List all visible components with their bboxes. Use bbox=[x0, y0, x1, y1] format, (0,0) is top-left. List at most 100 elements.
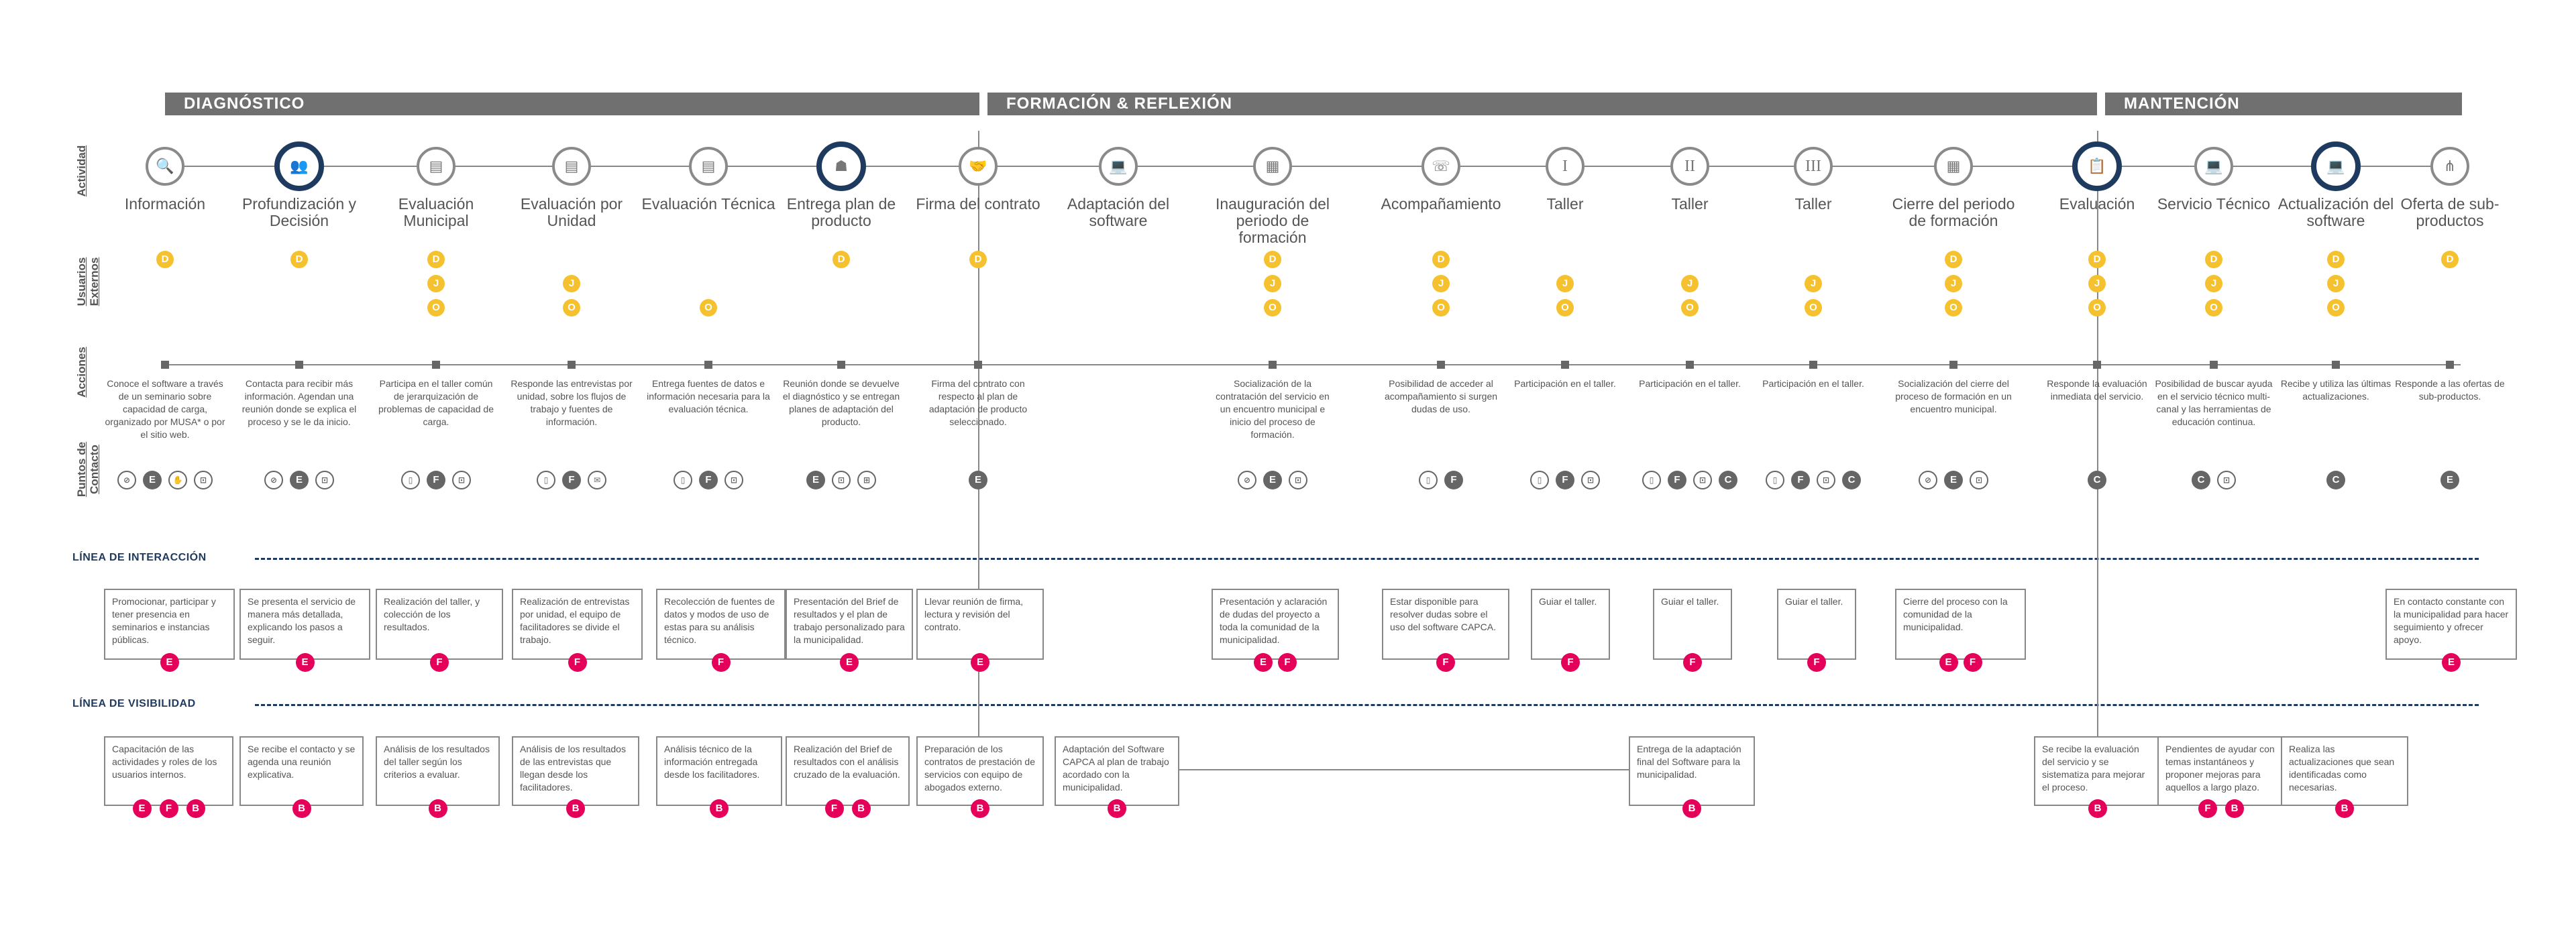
stage-title: Servicio Técnico bbox=[2157, 195, 2271, 213]
backstage-box: Capacitación de las actividades y roles … bbox=[104, 736, 233, 806]
touchpoint-E: E bbox=[1263, 471, 1282, 489]
action-text: Contacta para recibir más información. A… bbox=[241, 378, 357, 427]
user-badge: D bbox=[1432, 251, 1450, 268]
backstage-text: Capacitación de las actividades y roles … bbox=[112, 744, 217, 780]
touchpoint-F: F bbox=[1791, 471, 1810, 489]
backstage-box: Realización del Brief de resultados con … bbox=[786, 736, 910, 806]
tag-icon: ⊘ bbox=[117, 471, 136, 489]
touchpoint-F: F bbox=[427, 471, 445, 489]
role-badge-B: B bbox=[1682, 799, 1701, 818]
role-badge-F: F bbox=[430, 653, 449, 672]
user-badge: O bbox=[2327, 299, 2345, 316]
doc-icon: ▯ bbox=[537, 471, 555, 489]
stage-title: Entrega plan de producto bbox=[786, 195, 896, 229]
backstage-box: Realiza las actualizaciones que sean ide… bbox=[2281, 736, 2408, 806]
backstage-text: Se recibe la evaluación del servicio y s… bbox=[2042, 744, 2145, 793]
action-marker bbox=[1269, 361, 1277, 369]
doc-icon: ▯ bbox=[1766, 471, 1784, 489]
role-badge-B: B bbox=[566, 799, 585, 818]
phase-formacion: FORMACIÓN & REFLEXIÓN bbox=[987, 93, 2097, 115]
frontstage-text: En contacto constante con la municipalid… bbox=[2394, 596, 2509, 645]
row-label-puntos: Puntos de Contacto bbox=[75, 441, 101, 498]
user-badge: J bbox=[1264, 275, 1281, 292]
action-text: Participación en el taller. bbox=[1639, 378, 1741, 389]
action-text: Entrega fuentes de datos e información n… bbox=[647, 378, 770, 414]
stage-handshake-icon: 🤝 bbox=[959, 147, 998, 186]
touchpoint-E: E bbox=[2440, 471, 2459, 489]
car-icon: ⊡ bbox=[724, 471, 743, 489]
user-badge: O bbox=[1945, 299, 1962, 316]
frontstage-text: Llevar reunión de firma, lectura y revis… bbox=[924, 596, 1024, 632]
frontstage-box: Cierre del proceso con la comunidad de l… bbox=[1895, 589, 2026, 660]
user-badge: D bbox=[1945, 251, 1962, 268]
stage-title: Firma del contrato bbox=[916, 195, 1040, 213]
backstage-box: Análisis técnico de la información entre… bbox=[656, 736, 782, 806]
stage-support-icon: ☏ bbox=[1421, 147, 1460, 186]
role-badge-B: B bbox=[1108, 799, 1126, 818]
stage-share-icon: ⋔ bbox=[2430, 147, 2469, 186]
user-badge: J bbox=[1432, 275, 1450, 292]
presentation-icon: ☗ bbox=[835, 158, 848, 175]
stage-title: Evaluación bbox=[2059, 195, 2135, 213]
grid-icon: ⊞ bbox=[857, 471, 876, 489]
action-text: Recibe y utiliza las últimas actualizaci… bbox=[2280, 378, 2392, 402]
touchpoint-F: F bbox=[562, 471, 581, 489]
user-badge: O bbox=[427, 299, 445, 316]
action-text: Responde las entrevistas por unidad, sob… bbox=[511, 378, 633, 427]
doc-icon: ▯ bbox=[1530, 471, 1549, 489]
role-badge-E: E bbox=[295, 653, 315, 672]
stage-document-icon: ▤ bbox=[689, 147, 728, 186]
user-badge: D bbox=[1264, 251, 1281, 268]
row-label-usuarios: Usuarios Externos bbox=[75, 257, 101, 306]
doc-icon: ▯ bbox=[674, 471, 692, 489]
laptop-icon: 💻 bbox=[2204, 158, 2223, 175]
people-icon: 👥 bbox=[290, 158, 309, 175]
backstage-text: Análisis técnico de la información entre… bbox=[664, 744, 760, 780]
frontstage-text: Guiar el taller. bbox=[1539, 596, 1597, 607]
action-marker bbox=[2332, 361, 2340, 369]
phase-mantencion: MANTENCIÓN bbox=[2105, 93, 2462, 115]
stage-title: Taller bbox=[1546, 195, 1584, 213]
role-badge-B: B bbox=[428, 799, 447, 818]
phase-diagnostico: DIAGNÓSTICO bbox=[165, 93, 979, 115]
role-badge-F: F bbox=[568, 653, 587, 672]
touchpoint-C: C bbox=[2088, 471, 2106, 489]
role-badge-B: B bbox=[2088, 799, 2107, 818]
user-badge: D bbox=[969, 251, 987, 268]
touchpoint-F: F bbox=[1556, 471, 1574, 489]
frontstage-box: Llevar reunión de firma, lectura y revis… bbox=[916, 589, 1044, 660]
user-badge: O bbox=[1432, 299, 1450, 316]
backstage-text: Análisis de los resultados del taller se… bbox=[384, 744, 490, 780]
user-badge: J bbox=[563, 275, 580, 292]
user-badge: O bbox=[1805, 299, 1822, 316]
frontstage-box: Realización de entrevistas por unidad, e… bbox=[512, 589, 643, 660]
role-badge-E: E bbox=[2442, 653, 2461, 672]
frontstage-text: Se presenta el servicio de manera más de… bbox=[248, 596, 356, 645]
backstage-box: Se recibe el contacto y se agenda una re… bbox=[239, 736, 364, 806]
role-badge-F: F bbox=[1683, 653, 1702, 672]
action-marker bbox=[161, 361, 169, 369]
action-marker bbox=[974, 361, 982, 369]
stage-roman-1: I bbox=[1546, 147, 1585, 186]
user-badge: J bbox=[1945, 275, 1962, 292]
role-badge-F: F bbox=[1561, 653, 1580, 672]
role-badge-E: E bbox=[160, 653, 179, 672]
stage-people-icon: 👥 bbox=[274, 141, 324, 191]
frontstage-text: Realización de entrevistas por unidad, e… bbox=[520, 596, 630, 645]
stage-laptop-icon: 💻 bbox=[2311, 141, 2361, 191]
touchpoint-C: C bbox=[2326, 471, 2345, 489]
board-icon: ▦ bbox=[1946, 158, 1961, 175]
stage-document-icon: ▤ bbox=[552, 147, 591, 186]
action-marker bbox=[837, 361, 845, 369]
stage-board-icon: ▦ bbox=[1934, 147, 1973, 186]
user-badge: D bbox=[2088, 251, 2106, 268]
backstage-box: Entrega de la adaptación final del Softw… bbox=[1629, 736, 1755, 806]
laptop-icon: 💻 bbox=[2326, 158, 2345, 175]
touchpoint-C: C bbox=[1719, 471, 1737, 489]
user-badge: D bbox=[2205, 251, 2222, 268]
software-connector bbox=[1179, 769, 1629, 770]
backstage-box: Análisis de los resultados de las entrev… bbox=[512, 736, 639, 806]
stage-title: Acompañamiento bbox=[1381, 195, 1501, 213]
action-text: Participa en el taller común de jerarqui… bbox=[378, 378, 494, 427]
backstage-box: Análisis de los resultados del taller se… bbox=[376, 736, 500, 806]
